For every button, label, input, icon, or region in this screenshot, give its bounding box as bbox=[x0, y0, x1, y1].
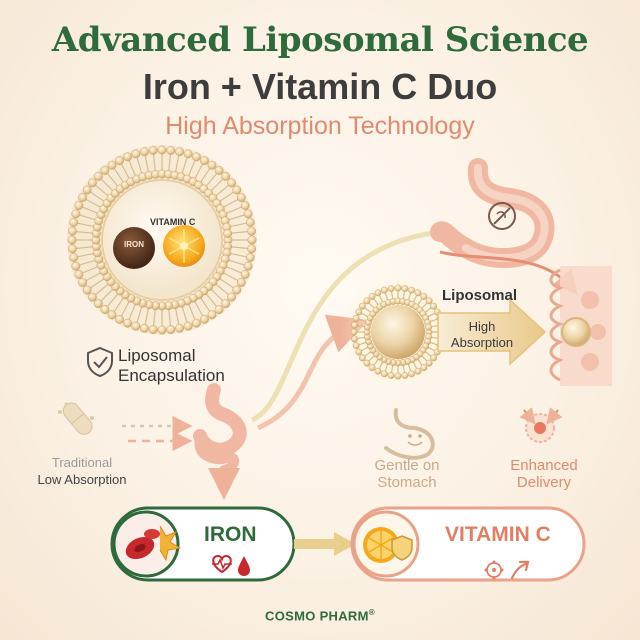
orange-slice-icon bbox=[363, 527, 399, 563]
enhanced-line2: Delivery bbox=[516, 474, 572, 491]
shield-icon bbox=[391, 535, 413, 561]
enhanced-delivery-label: Enhanced Delivery bbox=[484, 457, 604, 491]
vitamin-c-pill-label: VITAMIN C bbox=[445, 523, 551, 546]
high-absorption-arrow bbox=[437, 298, 547, 366]
liposomal-particle bbox=[340, 274, 456, 390]
red-blood-cell-icon bbox=[125, 529, 160, 560]
high-absorption-label: High Absorption bbox=[432, 319, 532, 351]
brand-text: COSMO PHARM bbox=[265, 608, 369, 624]
happy-stomach-icon bbox=[384, 408, 435, 460]
no-irritation-icon bbox=[488, 202, 516, 230]
page-subtitle: Iron + Vitamin C Duo bbox=[142, 66, 498, 107]
gentle-on-stomach-label: Gentle on Stomach bbox=[352, 457, 462, 491]
liposome-diagram bbox=[67, 145, 257, 335]
encapsulation-line2: Encapsulation bbox=[118, 366, 225, 385]
encapsulation-line1: Liposomal bbox=[118, 346, 196, 365]
traditional-line1: Traditional bbox=[51, 455, 113, 470]
top-stomach-icon bbox=[430, 158, 555, 268]
traditional-label: Traditional Low Absorption bbox=[26, 454, 138, 488]
gentle-line2: Stomach bbox=[377, 474, 437, 491]
vitamin-c-inner-label: VITAMIN C bbox=[150, 217, 196, 227]
page-title: Advanced Liposomal Science bbox=[51, 20, 589, 60]
registered-mark: ® bbox=[368, 608, 375, 617]
stomach-icon bbox=[193, 383, 247, 500]
iron-particle bbox=[113, 227, 155, 269]
encapsulation-label: Liposomal Encapsulation bbox=[118, 346, 225, 386]
lipid-bilayer bbox=[67, 145, 257, 335]
molecule-icon bbox=[484, 560, 504, 580]
intestinal-wall bbox=[549, 266, 612, 386]
high-line1: High bbox=[468, 319, 496, 334]
brand-name: COSMO PHARM® bbox=[0, 608, 640, 623]
tagline: High Absorption Technology bbox=[165, 112, 475, 140]
gentle-line1: Gentle on bbox=[374, 457, 440, 474]
liposomal-path-title: Liposomal bbox=[442, 287, 518, 304]
iron-pill bbox=[110, 506, 296, 582]
enhanced-line1: Enhanced bbox=[510, 457, 578, 474]
high-line2: Absorption bbox=[450, 335, 514, 350]
shield-check-icon bbox=[87, 346, 113, 378]
blood-drop-icon bbox=[238, 556, 250, 576]
iron-pill-label: IRON bbox=[204, 523, 257, 546]
heart-pulse-icon bbox=[212, 554, 232, 574]
traditional-line2: Low Absorption bbox=[37, 472, 127, 487]
target-cell-icon bbox=[519, 407, 563, 443]
iron-inner-label: IRON bbox=[124, 240, 144, 249]
capsule-icon bbox=[62, 402, 93, 435]
growth-arrow-icon bbox=[510, 560, 530, 580]
